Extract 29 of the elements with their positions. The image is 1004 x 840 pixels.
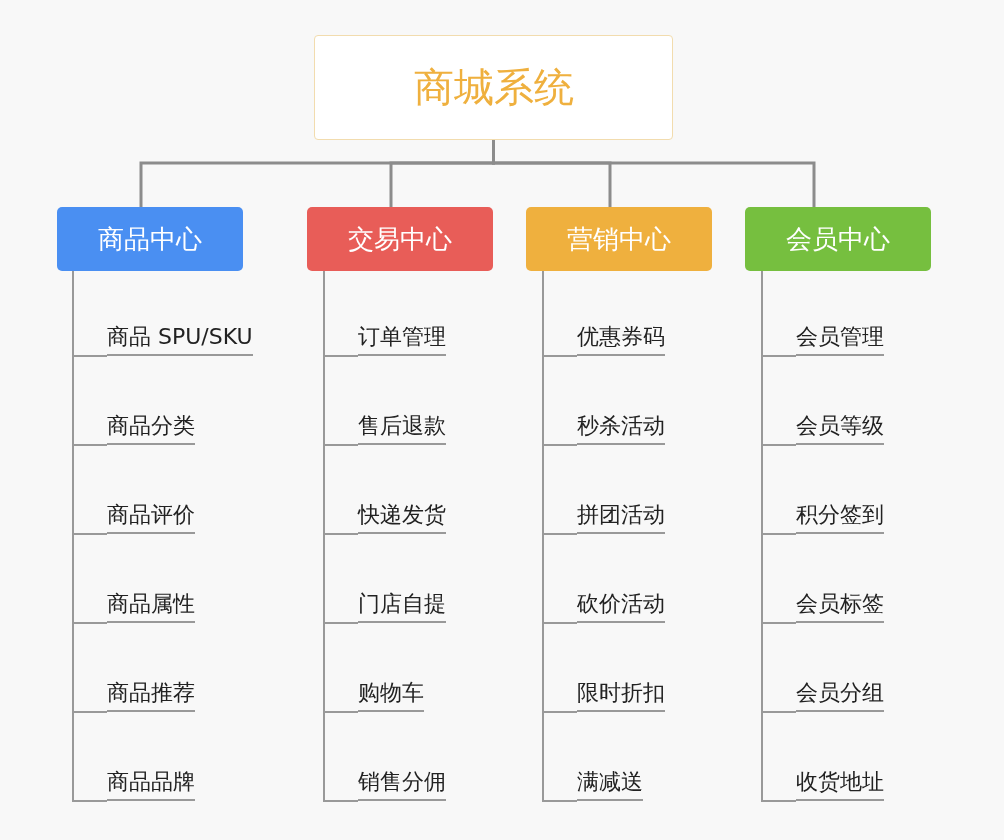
item-label: 会员分组 bbox=[796, 675, 884, 712]
item-label: 积分签到 bbox=[796, 497, 884, 534]
item-label: 限时折扣 bbox=[577, 675, 665, 712]
item-label: 商品品牌 bbox=[107, 764, 195, 801]
item-label: 商品属性 bbox=[107, 586, 195, 623]
item-label: 商品推荐 bbox=[107, 675, 195, 712]
item-label: 商品 SPU/SKU bbox=[107, 319, 253, 356]
category-box: 营销中心 bbox=[526, 207, 712, 271]
category-box: 交易中心 bbox=[307, 207, 493, 271]
item-label: 售后退款 bbox=[358, 408, 446, 445]
item-label: 砍价活动 bbox=[577, 586, 665, 623]
item-label: 商品分类 bbox=[107, 408, 195, 445]
category-box: 商品中心 bbox=[57, 207, 243, 271]
item-label: 门店自提 bbox=[358, 586, 446, 623]
category-box: 会员中心 bbox=[745, 207, 931, 271]
item-label: 满减送 bbox=[577, 764, 643, 801]
item-label: 商品评价 bbox=[107, 497, 195, 534]
title-box: 商城系统 bbox=[314, 35, 673, 140]
item-label: 秒杀活动 bbox=[577, 408, 665, 445]
item-label: 销售分佣 bbox=[358, 764, 446, 801]
item-label: 会员等级 bbox=[796, 408, 884, 445]
item-label: 收货地址 bbox=[796, 764, 884, 801]
item-label: 优惠券码 bbox=[577, 319, 665, 356]
item-label: 快递发货 bbox=[358, 497, 446, 534]
item-label: 会员标签 bbox=[796, 586, 884, 623]
item-label: 购物车 bbox=[358, 675, 424, 712]
item-label: 会员管理 bbox=[796, 319, 884, 356]
item-label: 订单管理 bbox=[358, 319, 446, 356]
item-label: 拼团活动 bbox=[577, 497, 665, 534]
